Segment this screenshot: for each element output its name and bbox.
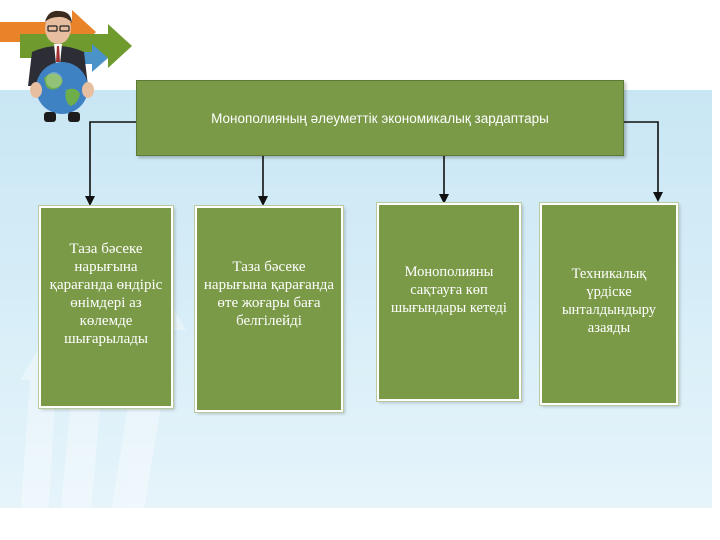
businessman-with-globe-icon (28, 10, 94, 122)
consequence-box-2: Таза бәсеке нарығына қарағанда өте жоғар… (194, 205, 344, 413)
consequence-text-1: Таза бәсеке нарығына қарағанда өндіріс ө… (49, 241, 163, 347)
consequence-text-3: Монополияны сақтауға көп шығындары кетед… (391, 264, 507, 316)
consequence-box-4: Техникалық үрдіске ынталдындыру азаяды (539, 202, 679, 406)
arrowhead-4 (653, 192, 663, 202)
consequence-box-3: Монополияны сақтауға көп шығындары кетед… (376, 202, 522, 402)
arrowhead-1 (85, 196, 95, 206)
consequence-box-1: Таза бәсеке нарығына қарағанда өндіріс ө… (38, 205, 174, 409)
arrowhead-3 (439, 194, 449, 204)
title-box: Монополияның әлеуметтік экономикалық зар… (136, 80, 624, 156)
consequence-text-2: Таза бәсеке нарығына қарағанда өте жоғар… (203, 259, 335, 329)
title-text: Монополияның әлеуметтік экономикалық зар… (211, 110, 549, 126)
arrowhead-2 (258, 196, 268, 206)
consequence-text-4: Техникалық үрдіске ынталдындыру азаяды (561, 266, 657, 336)
